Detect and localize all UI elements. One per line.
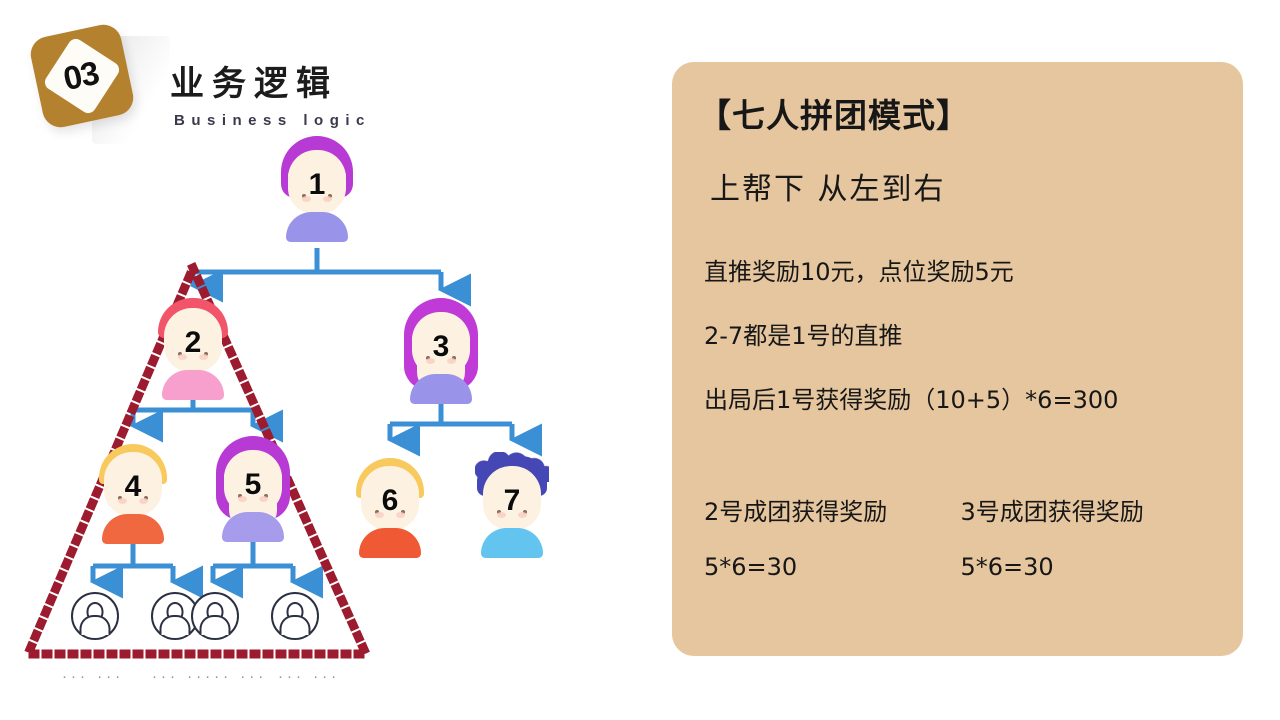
- ellipsis-group: ··· ···: [62, 668, 125, 685]
- node-2-face: [164, 308, 222, 372]
- tree-node-5[interactable]: 5: [207, 432, 299, 550]
- ellipsis-group: ··· ····· ···: [152, 668, 268, 685]
- node-1-label: 1: [308, 168, 326, 201]
- node-7-label: 7: [503, 484, 521, 517]
- reward-value: 5*6=30: [960, 552, 1054, 581]
- tree-node-6[interactable]: 6: [344, 448, 436, 566]
- reward-value: 5*6=30: [704, 552, 798, 581]
- node-4-body: [102, 514, 164, 544]
- page-title: 业务逻辑: [170, 64, 338, 104]
- node-5-face: [224, 450, 282, 514]
- node-1-face: [288, 150, 346, 214]
- node-2-body: [162, 370, 224, 400]
- panel-reward-columns: 2号成团获得奖励 5*6=30 3号成团获得奖励 5*6=30: [704, 492, 1217, 581]
- tree-node-4[interactable]: 4: [87, 434, 179, 552]
- tree-node-1[interactable]: 1: [271, 132, 363, 250]
- reward-heading: 3号成团获得奖励: [960, 497, 1144, 526]
- panel-title: 【七人拼团模式】: [698, 96, 970, 135]
- ellipsis-group: ··· ···: [278, 668, 341, 685]
- node-3-label: 3: [432, 330, 450, 363]
- node-5-label: 5: [244, 468, 262, 501]
- node-5-body: [222, 512, 284, 542]
- node-4-face: [104, 452, 162, 516]
- slide-header: 03 业务逻辑 Business logic: [27, 21, 364, 144]
- leaf-person-icon[interactable]: [191, 592, 239, 640]
- node-7-body: [481, 528, 543, 558]
- ellipsis-row: ··· ··· ··· ····· ··· ··· ···: [0, 668, 660, 692]
- panel-subtitle: 上帮下 从左到右: [710, 171, 946, 207]
- info-panel: 【七人拼团模式】 上帮下 从左到右 直推奖励10元，点位奖励5元 2-7都是1号…: [672, 62, 1243, 656]
- panel-rule-line: 2-7都是1号的直推: [704, 321, 903, 350]
- org-tree-diagram: 1 2 3: [0, 132, 660, 692]
- page-subtitle-en: Business logic: [174, 112, 371, 129]
- node-1-body: [286, 212, 348, 242]
- tree-node-7[interactable]: 7: [466, 448, 558, 566]
- reward-column-node3: 3号成团获得奖励 5*6=30: [961, 492, 1218, 581]
- node-4-label: 4: [124, 470, 142, 503]
- node-6-body: [359, 528, 421, 558]
- tree-node-2[interactable]: 2: [147, 290, 239, 408]
- node-3-face: [412, 312, 470, 376]
- node-3-body: [410, 374, 472, 404]
- node-2-label: 2: [184, 326, 202, 359]
- leaf-person-icon[interactable]: [71, 592, 119, 640]
- reward-column-node2: 2号成团获得奖励 5*6=30: [704, 492, 961, 581]
- node-7-face: [483, 466, 541, 530]
- reward-heading: 2号成团获得奖励: [704, 497, 888, 526]
- node-6-face: [361, 466, 419, 530]
- panel-rule-line: 直推奖励10元，点位奖励5元: [704, 257, 1014, 286]
- tree-node-3[interactable]: 3: [395, 294, 487, 412]
- panel-rule-line: 出局后1号获得奖励（10+5）*6=300: [704, 385, 1119, 414]
- node-6-label: 6: [381, 484, 399, 517]
- leaf-person-icon[interactable]: [271, 592, 319, 640]
